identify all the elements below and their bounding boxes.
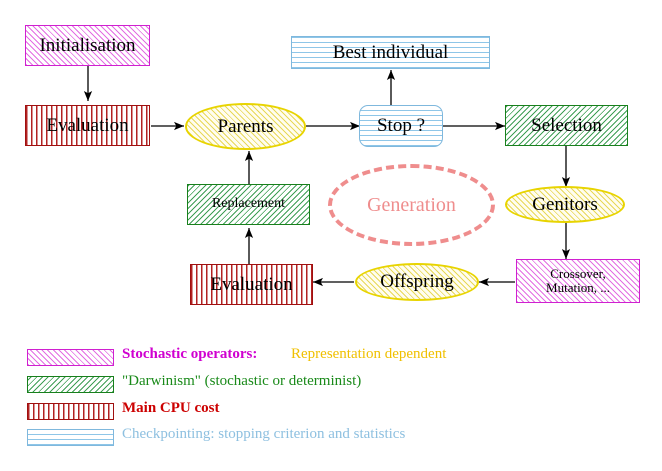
node-crossover-mutation-label: Crossover, Mutation, ...	[546, 266, 610, 295]
node-generation-group: Generation	[328, 164, 495, 246]
node-initialisation-label: Initialisation	[39, 34, 136, 56]
legend-label-stochastic-operators: Stochastic operators:	[122, 346, 258, 362]
legend-label-main-cpu-cost: Main CPU cost	[122, 400, 220, 416]
node-parents[interactable]: Parents	[185, 103, 306, 150]
node-evaluation-bottom-label: Evaluation	[210, 273, 293, 295]
node-offspring[interactable]: Offspring	[355, 263, 479, 301]
node-initialisation[interactable]: Initialisation	[25, 25, 150, 66]
node-stop-label: Stop ?	[376, 115, 426, 137]
node-genitors[interactable]: Genitors	[505, 186, 625, 223]
node-replacement-label: Replacement	[211, 196, 286, 212]
node-crossover-mutation[interactable]: Crossover, Mutation, ...	[516, 259, 640, 303]
legend-swatch-darwinism	[27, 376, 114, 393]
legend-label-darwinism: "Darwinism" (stochastic or determinist)	[122, 373, 362, 389]
legend-swatch-stochastic-operators	[27, 349, 114, 366]
node-generation-label: Generation	[367, 193, 456, 216]
node-selection[interactable]: Selection	[505, 105, 628, 146]
node-evaluation-top[interactable]: Evaluation	[25, 105, 150, 146]
node-parents-label: Parents	[217, 115, 274, 137]
node-genitors-label: Genitors	[532, 193, 598, 215]
node-evaluation-bottom[interactable]: Evaluation	[190, 264, 313, 305]
node-stop[interactable]: Stop ?	[359, 105, 443, 147]
node-selection-label: Selection	[531, 114, 602, 136]
legend-label-checkpointing: Checkpointing: stopping criterion and st…	[122, 426, 406, 442]
legend-swatch-checkpointing	[27, 429, 114, 446]
node-evaluation-top-label: Evaluation	[46, 114, 129, 136]
node-replacement[interactable]: Replacement	[187, 184, 310, 225]
legend-swatch-main-cpu-cost	[27, 403, 114, 420]
node-best-individual-label: Best individual	[332, 41, 449, 63]
node-best-individual[interactable]: Best individual	[291, 36, 490, 69]
node-offspring-label: Offspring	[380, 271, 454, 293]
legend-label-representation-dependent: Representation dependent	[291, 346, 447, 362]
